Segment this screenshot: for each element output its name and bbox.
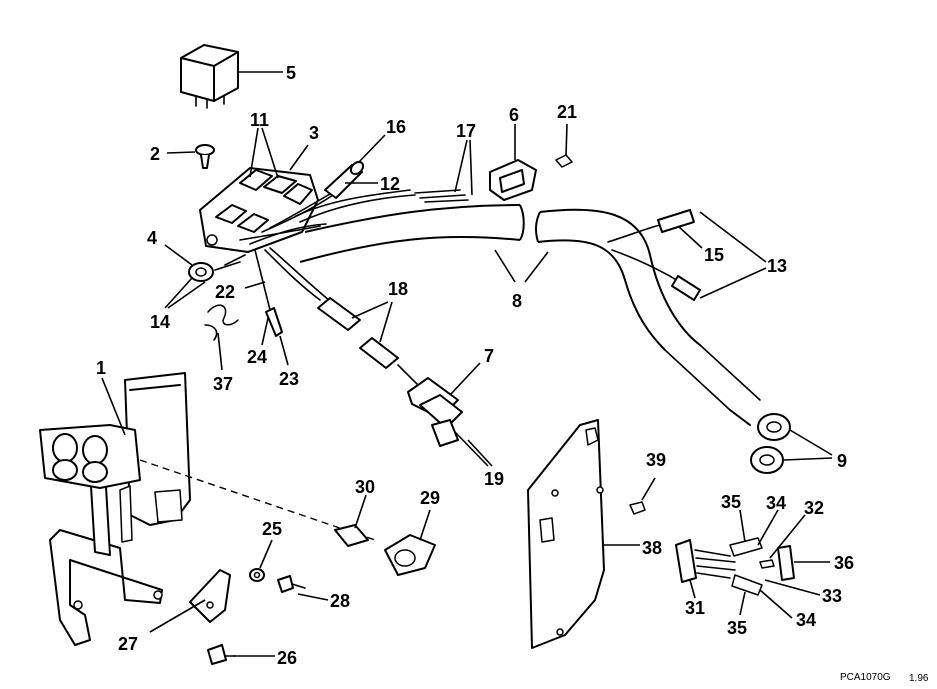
callout-7: 7: [484, 346, 494, 366]
terminal-part-23-24: [261, 307, 289, 366]
callout-32: 32: [804, 498, 824, 518]
callout-28: 28: [330, 591, 350, 611]
callout-29: 29: [420, 488, 440, 508]
bracket-part-27: [149, 569, 231, 633]
callout-26: 26: [277, 648, 297, 668]
callout-30: 30: [355, 477, 375, 497]
callout-labels: 5 11 3 2 16 12 17 6 21 4 14 22 24 23 37 …: [96, 63, 854, 668]
callout-3: 3: [309, 123, 319, 143]
pin-connector-part-31: [675, 539, 736, 599]
callout-9: 9: [837, 451, 847, 471]
callout-1: 1: [96, 358, 106, 378]
screw-part-2: [166, 144, 215, 169]
assembly-line: [139, 459, 376, 541]
callout-14: 14: [150, 312, 170, 332]
bullet-connector-part-12-16: [324, 134, 386, 199]
reference-code: PCA1070G: [840, 672, 891, 683]
callout-21: 21: [557, 102, 577, 122]
connector-part-6: [489, 124, 537, 201]
bullet-terminals-part-13-15: [607, 209, 767, 301]
callout-33: 33: [822, 586, 842, 606]
callout-16: 16: [386, 117, 406, 137]
callout-2: 2: [150, 144, 160, 164]
callout-27: 27: [118, 634, 138, 654]
callout-15: 15: [704, 245, 724, 265]
callout-24: 24: [247, 347, 267, 367]
callout-22: 22: [215, 282, 235, 302]
callout-23: 23: [279, 369, 299, 389]
boot-part-29: [384, 509, 436, 576]
terminal-block-assembly: [199, 127, 319, 253]
screw-part-28: [277, 575, 329, 601]
callout-11: 11: [250, 110, 269, 130]
main-harness-part-8: [299, 204, 701, 351]
pin-terminals-part-32-36: [729, 509, 830, 619]
callout-34-bottom: 34: [796, 610, 816, 630]
callout-25: 25: [262, 519, 282, 539]
callout-19: 19: [484, 469, 504, 489]
cover-plate-part-38: [527, 419, 640, 649]
callout-35-bottom: 35: [727, 618, 747, 638]
clip-part-30: [334, 494, 369, 547]
clip-part-22-37: [204, 281, 266, 371]
callout-17: 17: [456, 121, 476, 141]
wire-terminals-part-17: [414, 139, 473, 203]
callout-4: 4: [147, 228, 157, 248]
callout-37: 37: [213, 374, 233, 394]
callout-12: 12: [380, 174, 400, 194]
screw-part-39: [629, 477, 656, 515]
relay-part-5: [180, 44, 283, 109]
callout-38: 38: [642, 538, 662, 558]
callout-36: 36: [834, 553, 854, 573]
callout-8: 8: [512, 291, 522, 311]
callout-18: 18: [388, 279, 408, 299]
callout-5: 5: [286, 63, 296, 83]
callout-13: 13: [767, 256, 787, 276]
screw-part-26: [207, 644, 275, 665]
grommet-part-4-14: [164, 244, 214, 309]
ring-terminals-part-9: [664, 344, 833, 474]
nut-part-25: [249, 539, 273, 582]
sleeves-part-18: [317, 297, 399, 369]
callout-6: 6: [509, 105, 519, 125]
callout-39: 39: [646, 450, 666, 470]
plug-connector-part-7-19: [397, 362, 493, 467]
callout-34-top: 34: [766, 493, 786, 513]
reference-footer: PCA1070G 1.96: [840, 672, 929, 684]
callout-35-top: 35: [721, 492, 741, 512]
harness-wires: [214, 184, 416, 311]
revision-code: 1.96: [909, 673, 929, 684]
screw-part-21: [555, 123, 573, 168]
bracket-part-1: [39, 372, 191, 646]
callout-31: 31: [685, 598, 705, 618]
